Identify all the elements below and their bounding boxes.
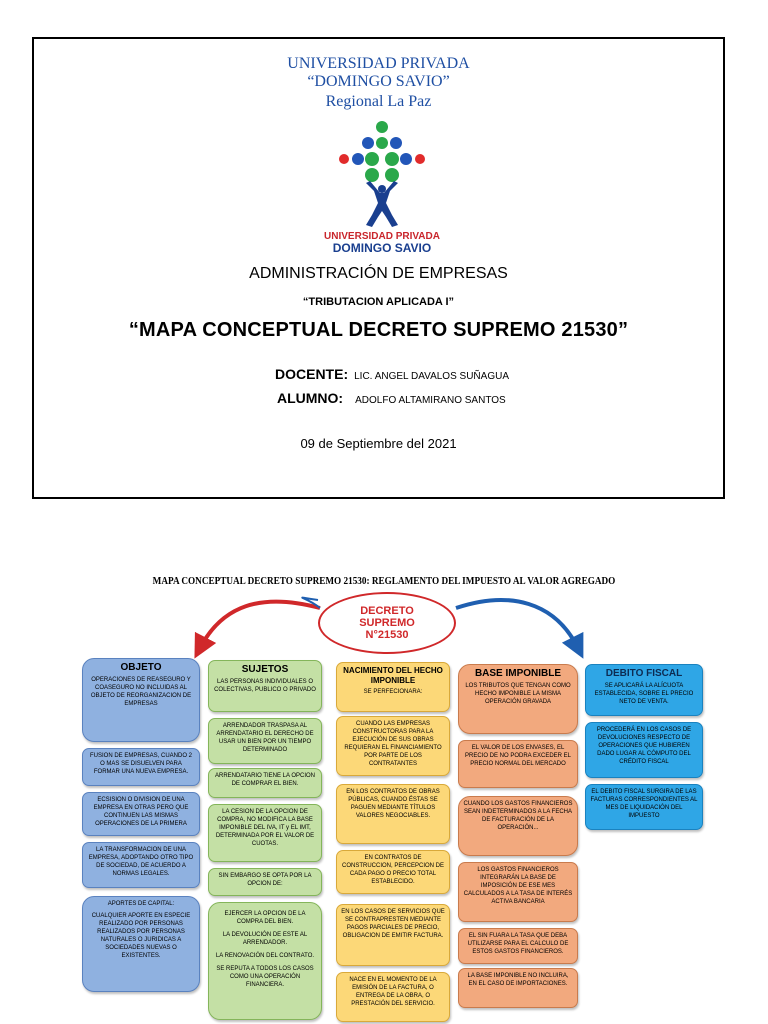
objeto-text-4: LA TRANSFORMACION DE UNA EMPRESA, ADOPTA…	[88, 847, 194, 877]
sujetos-box-6: EJERCER LA OPCION DE LA COMPRA DEL BIEN.…	[208, 902, 322, 1020]
logo-text-2: DOMINGO SAVIO	[333, 241, 431, 255]
university-quoted-name: “DOMINGO SAVIO”	[307, 73, 450, 90]
logo-text-1: UNIVERSIDAD PRIVADA	[324, 231, 440, 242]
sujetos-box-2: ARRENDADOR TRASPASA AL ARRENDATARIO EL D…	[208, 718, 322, 764]
sujetos-text-4: LA CESION DE LA OPCION DE COMPRA, NO MOD…	[215, 809, 315, 847]
arrow-left-red	[194, 599, 321, 659]
objeto-box-3: ECSISION O DIVISION DE UNA EMPRESA EN OT…	[82, 792, 200, 836]
center-line-3: N°21530	[365, 629, 409, 641]
teacher-line: DOCENTE: LIC. ANGEL DAVALOS SUÑAGUA	[275, 366, 509, 382]
nacimiento-box-4: EN CONTRATOS DE CONSTRUCCION, PERCEPCION…	[336, 850, 450, 894]
nacimiento-text-2: CUANDO LAS EMPRESAS CONSTRUCTORAS PARA L…	[344, 721, 442, 767]
base-box-4: LOS GASTOS FINANCIEROS INTEGRARÁN LA BAS…	[458, 862, 578, 922]
decreto-supremo-node: DECRETO SUPREMO N°21530	[318, 592, 456, 654]
debito-heading: DEBITO FISCAL	[605, 668, 683, 679]
base-box-3: CUANDO LOS GASTOS FINANCIEROS SEAN INDET…	[458, 796, 578, 856]
career-name: ADMINISTRACIÓN DE EMPRESAS	[249, 265, 508, 282]
cover-page: UNIVERSIDAD PRIVADA “DOMINGO SAVIO” Regi…	[32, 37, 725, 499]
nacimiento-text-1: SE PERFECIONARA:	[363, 689, 423, 695]
debito-text-1: SE APLICARÁ LA ALÍCUOTA ESTABLECIDA, SOB…	[594, 683, 694, 705]
sujetos-text-2: ARRENDADOR TRASPASA AL ARRENDATARIO EL D…	[216, 723, 314, 753]
base-text-2: EL VALOR DE LOS ENVASES, EL PRECIO DE NO…	[464, 745, 572, 767]
base-box-5: EL SIN FUARA LA TASA QUE DEBA UTILIZARSE…	[458, 928, 578, 964]
sujetos-text-8: LA RENOVACIÓN DEL CONTRATO.	[215, 953, 315, 959]
map-title: MAPA CONCEPTUAL DECRETO SUPREMO 21530: R…	[152, 576, 616, 587]
nacimiento-box-6: NACE EN EL MOMENTO DE LA EMISIÓN DE LA F…	[336, 972, 450, 1022]
objeto-box-4: LA TRANSFORMACION DE UNA EMPRESA, ADOPTA…	[82, 842, 200, 888]
student-name: ADOLFO ALTAMIRANO SANTOS	[355, 395, 506, 406]
objeto-text-1: OPERACIONES DE REASEGURO Y COASEGURO NO …	[90, 677, 192, 707]
sujetos-box-3: ARRENDATARIO TIENE LA OPCION DE COMPRAR …	[208, 768, 322, 798]
sujetos-box-5: SIN EMBARGO SE OPTA POR LA OPCION DE:	[208, 868, 322, 896]
debito-box-1: DEBITO FISCAL SE APLICARÁ LA ALÍCUOTA ES…	[585, 664, 703, 716]
base-box-6: LA BASE IMPONIBLE NO INCLUIRA, EN EL CAS…	[458, 968, 578, 1008]
nacimiento-text-6: NACE EN EL MOMENTO DE LA EMISIÓN DE LA F…	[349, 977, 437, 1007]
sujetos-heading: SUJETOS	[241, 664, 289, 675]
debito-text-3: EL DEBITO FISCAL SURGIRA DE LAS FACTURAS…	[590, 789, 698, 819]
objeto-box-2: FUSION DE EMPRESAS, CUANDO 2 O MAS SE DI…	[82, 748, 200, 786]
objeto-text-3: ECSISION O DIVISION DE UNA EMPRESA EN OT…	[93, 797, 189, 827]
subject-name: “TRIBUTACION APLICADA I”	[302, 296, 455, 308]
sujetos-text-9: SE REPUTA A TODOS LOS CASOS COMO UNA OPE…	[216, 966, 314, 988]
university-region: Regional La Paz	[325, 93, 432, 110]
teacher-name: LIC. ANGEL DAVALOS SUÑAGUA	[354, 371, 509, 382]
sujetos-text-5: SIN EMBARGO SE OPTA POR LA OPCION DE:	[218, 873, 312, 887]
teacher-label: DOCENTE:	[275, 366, 349, 382]
base-heading: BASE IMPONIBLE	[474, 668, 562, 679]
sujetos-box-4: LA CESION DE LA OPCION DE COMPRA, NO MOD…	[208, 804, 322, 862]
objeto-text-6: CUALQUIER APORTE EN ESPECIE REALIZADO PO…	[91, 913, 191, 959]
student-label: ALUMNO:	[277, 390, 344, 406]
center-line-2: SUPREMO	[359, 617, 415, 629]
university-logo: UNIVERSIDAD PRIVADA DOMINGO SAVIO	[324, 121, 440, 255]
objeto-box-1: OBJETO OPERACIONES DE REASEGURO Y COASEG…	[82, 658, 200, 742]
nacimiento-box-5: EN LOS CASOS DE SERVICIOS QUE SE CONTRAP…	[336, 904, 450, 966]
base-text-4: LOS GASTOS FINANCIEROS INTEGRARÁN LA BAS…	[463, 867, 573, 905]
objeto-box-5: APORTES DE CAPITAL: CUALQUIER APORTE EN …	[82, 896, 200, 992]
objeto-text-2: FUSION DE EMPRESAS, CUANDO 2 O MAS SE DI…	[89, 753, 193, 775]
base-text-5: EL SIN FUARA LA TASA QUE DEBA UTILIZARSE…	[467, 933, 569, 955]
debito-text-2: PROCEDERÁ EN LOS CASOS DE DEVOLUCIONES R…	[596, 727, 692, 765]
base-box-1: BASE IMPONIBLE LOS TRIBUTOS QUE TENGAN C…	[458, 664, 578, 734]
base-text-1: LOS TRIBUTOS QUE TENGAN COMO HECHO IMPON…	[465, 683, 571, 705]
nacimiento-text-3: EN LOS CONTRATOS DE OBRAS PÚBLICAS, CUAN…	[346, 789, 440, 819]
nacimiento-box-3: EN LOS CONTRATOS DE OBRAS PÚBLICAS, CUAN…	[336, 784, 450, 844]
sujetos-text-7: LA DEVOLUCIÓN DE ESTE AL ARRENDADOR.	[222, 932, 308, 946]
base-text-6: LA BASE IMPONIBLE NO INCLUIRA, EN EL CAS…	[467, 973, 569, 987]
sujetos-text-1: LAS PERSONAS INDIVIDUALES O COLECTIVAS, …	[214, 679, 316, 693]
connector-arrows	[194, 596, 584, 659]
nacimiento-text-4: EN CONTRATOS DE CONSTRUCCION, PERCEPCION…	[341, 855, 444, 885]
document-date: 09 de Septiembre del 2021	[300, 436, 457, 451]
student-line: ALUMNO: ADOLFO ALTAMIRANO SANTOS	[277, 390, 506, 406]
debito-box-3: EL DEBITO FISCAL SURGIRA DE LAS FACTURAS…	[585, 784, 703, 830]
base-text-3: CUANDO LOS GASTOS FINANCIEROS SEAN INDET…	[463, 801, 573, 831]
debito-box-2: PROCEDERÁ EN LOS CASOS DE DEVOLUCIONES R…	[585, 722, 703, 778]
objeto-heading: OBJETO	[120, 662, 162, 673]
nacimiento-text-5: EN LOS CASOS DE SERVICIOS QUE SE CONTRAP…	[341, 909, 445, 939]
nacimiento-heading: NACIMIENTO DEL HECHO IMPONIBLE	[343, 666, 443, 685]
sujetos-box-1: SUJETOS LAS PERSONAS INDIVIDUALES O COLE…	[208, 660, 322, 712]
sujetos-text-3: ARRENDATARIO TIENE LA OPCION DE COMPRAR …	[214, 773, 316, 787]
objeto-text-5: APORTES DE CAPITAL:	[107, 901, 175, 907]
center-line-1: DECRETO	[360, 605, 414, 617]
base-box-2: EL VALOR DE LOS ENVASES, EL PRECIO DE NO…	[458, 740, 578, 788]
arrow-right-blue	[455, 598, 584, 659]
nacimiento-box-1: NACIMIENTO DEL HECHO IMPONIBLE SE PERFEC…	[336, 662, 450, 712]
nacimiento-box-2: CUANDO LAS EMPRESAS CONSTRUCTORAS PARA L…	[336, 716, 450, 776]
university-name: UNIVERSIDAD PRIVADA	[287, 55, 470, 72]
document-title: “MAPA CONCEPTUAL DECRETO SUPREMO 21530”	[128, 319, 629, 341]
sujetos-text-6: EJERCER LA OPCION DE LA COMPRA DEL BIEN.	[224, 911, 306, 925]
